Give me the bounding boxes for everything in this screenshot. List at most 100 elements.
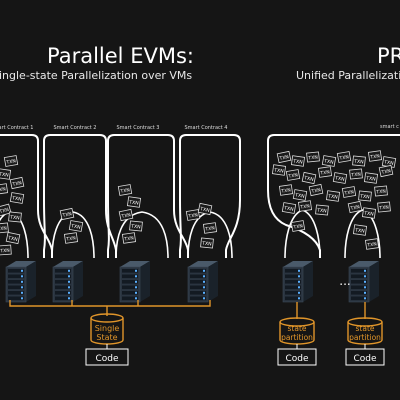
server-side <box>303 261 313 302</box>
txn-card: TXN <box>358 190 372 202</box>
txn-card: TXN <box>364 238 380 250</box>
code-box <box>85 348 129 366</box>
txn-card: TXN <box>301 171 317 185</box>
txn-card: TXN <box>352 224 368 236</box>
txn-card-border <box>349 168 363 180</box>
txn-card: TXN <box>8 211 22 223</box>
state-partition-label: state <box>356 324 375 333</box>
server-led <box>135 280 137 283</box>
txn-label: TXN <box>201 240 212 247</box>
txn-card-border <box>301 171 317 185</box>
code-box <box>345 348 385 366</box>
txn-card-border <box>325 190 341 202</box>
server-led <box>298 269 300 272</box>
txn-card: TXN <box>271 164 287 176</box>
txn-label: TXN <box>363 210 374 217</box>
server-led <box>203 269 205 272</box>
txn-card: TXN <box>347 200 363 214</box>
txn-card: TXN <box>281 202 297 214</box>
txn-card: TXN <box>321 155 337 167</box>
txn-card-border <box>363 172 379 184</box>
txn-card: TXN <box>341 186 357 198</box>
txn-label: TXN <box>350 172 361 179</box>
server-slot <box>285 285 301 290</box>
state-bus-line <box>9 300 211 307</box>
txn-label: TXN <box>299 203 310 210</box>
txn-card: TXN <box>290 155 306 167</box>
txn-card: TXN <box>0 168 12 180</box>
txn-label: TXN <box>199 206 210 214</box>
txn-card: TXN <box>336 151 352 163</box>
server-led <box>68 269 70 272</box>
txn-card: TXN <box>129 220 143 232</box>
txn-label: TXN <box>128 199 139 206</box>
server-side <box>140 261 150 302</box>
smart-contract-label: smart c <box>380 124 399 130</box>
server-slot <box>190 285 206 290</box>
server-led <box>203 275 205 278</box>
txn-card-border <box>63 232 79 244</box>
txn-card-border <box>321 155 337 167</box>
txn-card: TXN <box>5 231 21 245</box>
txn-card: TXN <box>377 201 391 213</box>
server-slot <box>55 296 71 301</box>
unified-contract-outline <box>267 134 400 258</box>
server <box>119 261 150 303</box>
txn-card: TXN <box>197 202 213 216</box>
txn-card: TXN <box>117 184 133 196</box>
single-state-cylinder-top <box>90 313 124 323</box>
txn-card-border <box>378 164 394 178</box>
txn-label: TXN <box>327 193 338 200</box>
txn-label: TXN <box>380 168 391 176</box>
txn-card-border <box>9 192 25 204</box>
right-title: PR <box>377 44 400 68</box>
txn-card: TXN <box>118 208 134 222</box>
server-slot <box>122 274 138 279</box>
ellipsis-label: ... <box>339 274 350 288</box>
txn-label: TXN <box>204 225 215 232</box>
txn-card-border <box>68 220 84 232</box>
server-led <box>298 297 300 300</box>
server-side <box>73 261 83 302</box>
server <box>187 261 218 303</box>
code-box <box>277 348 317 366</box>
server-slot <box>190 274 206 279</box>
code-label: Code <box>353 354 377 364</box>
txn-card-border <box>271 164 287 176</box>
server-led <box>68 291 70 294</box>
server-led <box>21 297 23 300</box>
server-slot <box>351 296 367 301</box>
server-slot <box>55 291 71 295</box>
server-led <box>68 297 70 300</box>
server-slot <box>8 291 24 295</box>
txn-card-border <box>332 172 348 184</box>
server-slot <box>8 269 24 273</box>
server-slot <box>122 280 138 284</box>
unified-funnel-arch <box>344 209 381 259</box>
server-led <box>298 291 300 294</box>
server-slot <box>8 296 24 301</box>
code-label: Code <box>95 354 119 364</box>
txn-card: TXN <box>325 190 341 202</box>
txn-card-border <box>121 232 137 244</box>
server-led <box>203 291 205 294</box>
txn-card: TXN <box>361 207 377 219</box>
smart-contract-label: Smart Contract 4 <box>185 125 228 131</box>
txn-label: TXN <box>349 204 360 212</box>
txn-card: TXN <box>0 203 12 217</box>
server-led <box>21 275 23 278</box>
txn-label: TXN <box>353 158 364 165</box>
txn-card: TXN <box>352 155 366 167</box>
server-slot <box>8 280 24 284</box>
server-slot <box>122 291 138 295</box>
txn-card-border <box>377 201 391 213</box>
txn-label: TXN <box>294 192 305 200</box>
state-partition-cylinder-top <box>279 317 315 327</box>
server-slot <box>8 274 24 279</box>
smart-contract-label: Smart Contract 1 <box>0 125 34 131</box>
txn-label: TXN <box>9 214 20 221</box>
txn-label: TXN <box>119 187 130 195</box>
txn-label: TXN <box>375 189 386 196</box>
server-led <box>21 291 23 294</box>
txn-card-border <box>8 211 22 223</box>
